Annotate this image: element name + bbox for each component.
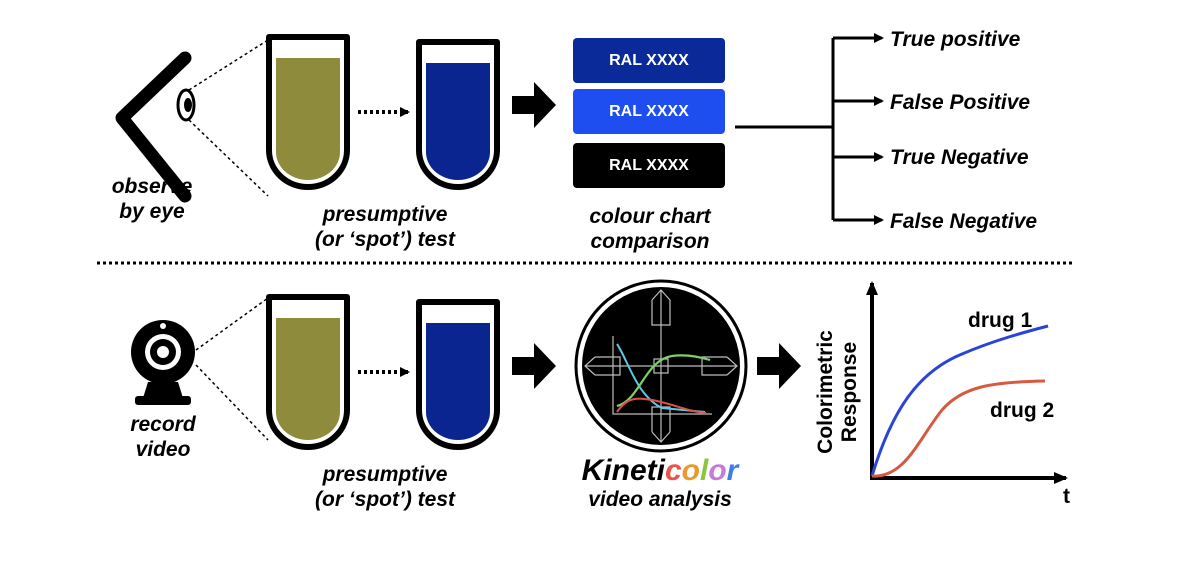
chart-label-line-2: comparison [590,230,710,254]
observer-label-line-1: observe [111,175,193,198]
recorder-label-line-2: video [135,438,191,462]
test-label-top: presumptive (or ‘spot’) test [280,202,490,252]
brand-letter-2: l [700,454,709,487]
chart-label: colour chart comparison [560,204,740,254]
brand-letter-1: o [681,454,700,487]
webcam-icon [131,320,195,405]
graph-y-label-line-2: Response [838,341,861,443]
recorder-label-line-1: record [130,413,196,436]
outcome-false-positive: False Positive [890,91,1031,114]
colour-swatch-3: RAL XXXX [573,143,725,188]
kineticolor-brand: Kineticolor [560,455,760,487]
graph-x-label: t [1063,485,1070,508]
series-label-drug-1: drug 1 [968,309,1033,332]
outcome-branches [735,33,884,225]
block-arrow-bottom-2 [757,343,801,389]
block-arrow-bottom-1 [512,343,556,389]
test-label-bottom-line-2: (or ‘spot’) test [315,488,455,512]
tube-after-bottom [416,299,500,450]
sight-line-bottom [188,119,269,197]
record-line-top [195,297,269,351]
recorder-label: record video [103,412,223,462]
test-label-top-line-2: (or ‘spot’) test [315,228,455,252]
colour-swatch-1: RAL XXXX [573,38,725,83]
series-line-drug-2 [871,379,1046,478]
kineticolor-subtitle: video analysis [588,487,732,511]
test-label-bottom-line-1: presumptive [322,463,448,486]
outcome-false-negative: False Negative [890,210,1038,233]
response-graph [866,281,1068,484]
test-label-top-line-1: presumptive [322,203,448,226]
sight-line-top [188,39,269,91]
brand-letter-0: c [664,454,682,487]
brand-letter-3: o [708,454,727,487]
brand-letter-4: r [726,454,739,487]
colour-swatch-2: RAL XXXX [573,89,725,134]
series-label-drug-2: drug 2 [990,399,1055,422]
kineticolor-logo-icon [574,279,748,453]
brand-prefix: Kineti [581,454,665,487]
tube-before-top [266,34,350,190]
outcome-true-negative: True Negative [890,146,1029,169]
brand-colored-letters: color [665,454,738,487]
kineticolor-caption: Kineticolor video analysis [560,455,760,512]
record-line-bottom [195,364,269,441]
observer-label: observe by eye [92,174,212,224]
eye-icon [115,51,196,203]
observer-label-line-2: by eye [119,200,185,224]
test-label-bottom: presumptive (or ‘spot’) test [280,462,490,512]
block-arrow-top [512,82,556,128]
graph-y-label-line-1: Colorimetric [813,330,837,454]
tube-after-top [416,39,500,190]
tube-before-bottom [266,294,350,450]
outcome-true-positive: True positive [890,28,1021,51]
chart-label-line-1: colour chart [589,205,711,228]
graph-y-label: Colorimetric Response [814,330,862,454]
series-line-drug-1 [870,324,1049,477]
